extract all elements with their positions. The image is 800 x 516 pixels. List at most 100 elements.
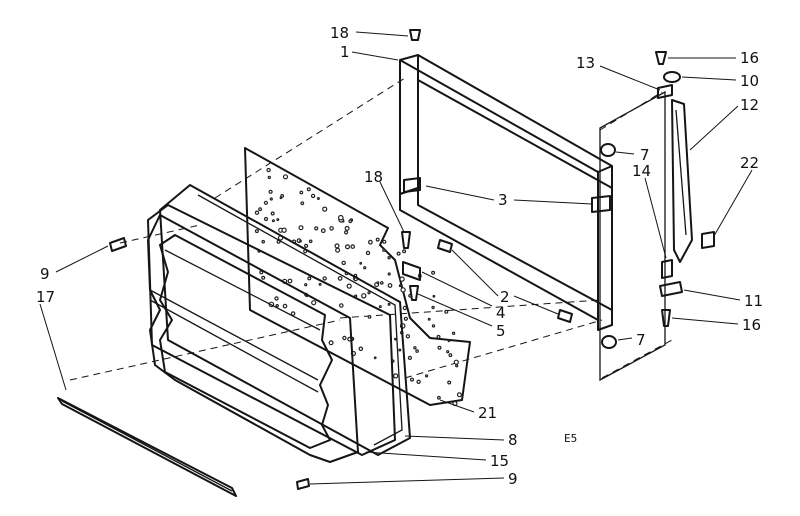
insulation-speck	[263, 200, 268, 205]
insulation-speck	[275, 304, 279, 308]
insulation-speck	[322, 206, 328, 212]
leader-lines	[39, 31, 753, 485]
insulation-speck	[306, 187, 311, 192]
insulation-speck	[403, 316, 408, 321]
insulation-speck	[282, 303, 288, 309]
insulation-speck	[431, 324, 436, 328]
insulation-speck	[316, 197, 320, 201]
hinge-panel	[599, 90, 666, 382]
insulation-speck	[405, 334, 411, 339]
insulation-speck	[393, 373, 399, 379]
hinge-block-3b	[591, 195, 611, 213]
insulation-speck	[447, 380, 452, 385]
plug-7-top	[600, 143, 616, 157]
insulation-speck	[387, 256, 391, 260]
insulation-speck	[274, 296, 279, 301]
insulation-speck	[269, 197, 273, 201]
insulation-speck	[378, 305, 382, 309]
insulation-speck	[350, 244, 356, 249]
insulation-speck	[329, 226, 334, 231]
insulation-speck	[299, 239, 302, 243]
insulation-speck	[280, 193, 285, 198]
insulation-speck	[299, 190, 304, 195]
insulation-speck	[263, 216, 269, 222]
insulation-speck	[368, 239, 373, 245]
callout-11: 11	[744, 292, 763, 310]
insulation-speck	[271, 219, 275, 223]
insulation-speck	[455, 364, 459, 368]
insulation-speck	[318, 282, 322, 286]
insulation-speck	[431, 270, 436, 275]
callout-16-bottom: 16	[742, 316, 761, 334]
insulation-speck	[334, 243, 340, 249]
insulation-speck	[281, 227, 287, 233]
callout-18-side: 18	[364, 168, 383, 186]
insulation-speck	[266, 167, 271, 173]
insulation-speck	[425, 374, 429, 378]
insulation-speck	[410, 377, 415, 382]
callout-5: 5	[496, 322, 506, 340]
insulation-speck	[447, 339, 451, 343]
screw-16-top	[655, 51, 667, 65]
callout-14: 14	[632, 162, 651, 180]
insulation-speck	[431, 305, 435, 310]
insulation-speck	[382, 248, 386, 252]
insulation-speck	[375, 237, 380, 242]
insulation-speck	[394, 337, 397, 341]
insulation-speck	[427, 317, 431, 321]
insulation-speck	[335, 247, 341, 253]
insulation-speck	[400, 287, 406, 293]
screw-18-side	[401, 231, 411, 249]
insulation-speck	[376, 281, 380, 285]
insulation-speck	[338, 303, 344, 308]
insulation-speck	[367, 291, 371, 295]
callout-10: 10	[740, 72, 759, 90]
bracket-11	[659, 281, 683, 297]
insulation-speck	[416, 379, 421, 384]
insulation-speck	[300, 201, 305, 206]
insulation-speck	[402, 305, 408, 311]
bracket-4	[402, 261, 421, 281]
insulation-speck	[373, 356, 377, 360]
insulation-speck	[379, 281, 384, 285]
insulation-speck	[367, 315, 372, 319]
hinge-rod	[671, 99, 693, 263]
screw-5	[409, 285, 419, 301]
insulation-speck	[304, 283, 308, 287]
insulation-speck	[307, 276, 312, 281]
stop-2b	[557, 309, 573, 323]
callout-22: 22	[740, 154, 759, 172]
figure-code: E5	[564, 432, 577, 445]
insulation-speck	[261, 239, 266, 244]
callout-3: 3	[498, 191, 508, 209]
insulation-speck	[310, 193, 316, 199]
insulation-speck	[287, 278, 293, 284]
callout-13: 13	[576, 54, 595, 72]
callout-9-bottom: 9	[508, 470, 518, 488]
insulation-speck	[328, 340, 334, 346]
plug-9-left	[109, 237, 127, 252]
insulation-speck	[304, 243, 309, 248]
insulation-speck	[432, 294, 436, 298]
insulation-speck	[282, 174, 289, 180]
cap-22	[701, 231, 715, 249]
insulation-speck	[359, 261, 363, 265]
insulation-speck	[456, 392, 462, 398]
callout-2: 2	[500, 288, 510, 306]
insulation-speck	[322, 276, 327, 281]
insulation-speck	[314, 226, 319, 231]
insulation-speck	[261, 275, 266, 280]
insulation-speck	[308, 239, 313, 244]
insulation-speck	[254, 210, 260, 215]
callout-1: 1	[340, 43, 350, 61]
insulation-speck	[298, 225, 304, 231]
callout-17: 17	[36, 288, 55, 306]
clip-13	[657, 84, 673, 99]
washer-10	[663, 71, 681, 83]
door-frame	[399, 54, 613, 331]
bracket-14	[661, 259, 673, 279]
insulation-speck	[444, 309, 449, 314]
plug-9-bottom	[296, 478, 310, 490]
insulation-speck	[363, 266, 367, 270]
